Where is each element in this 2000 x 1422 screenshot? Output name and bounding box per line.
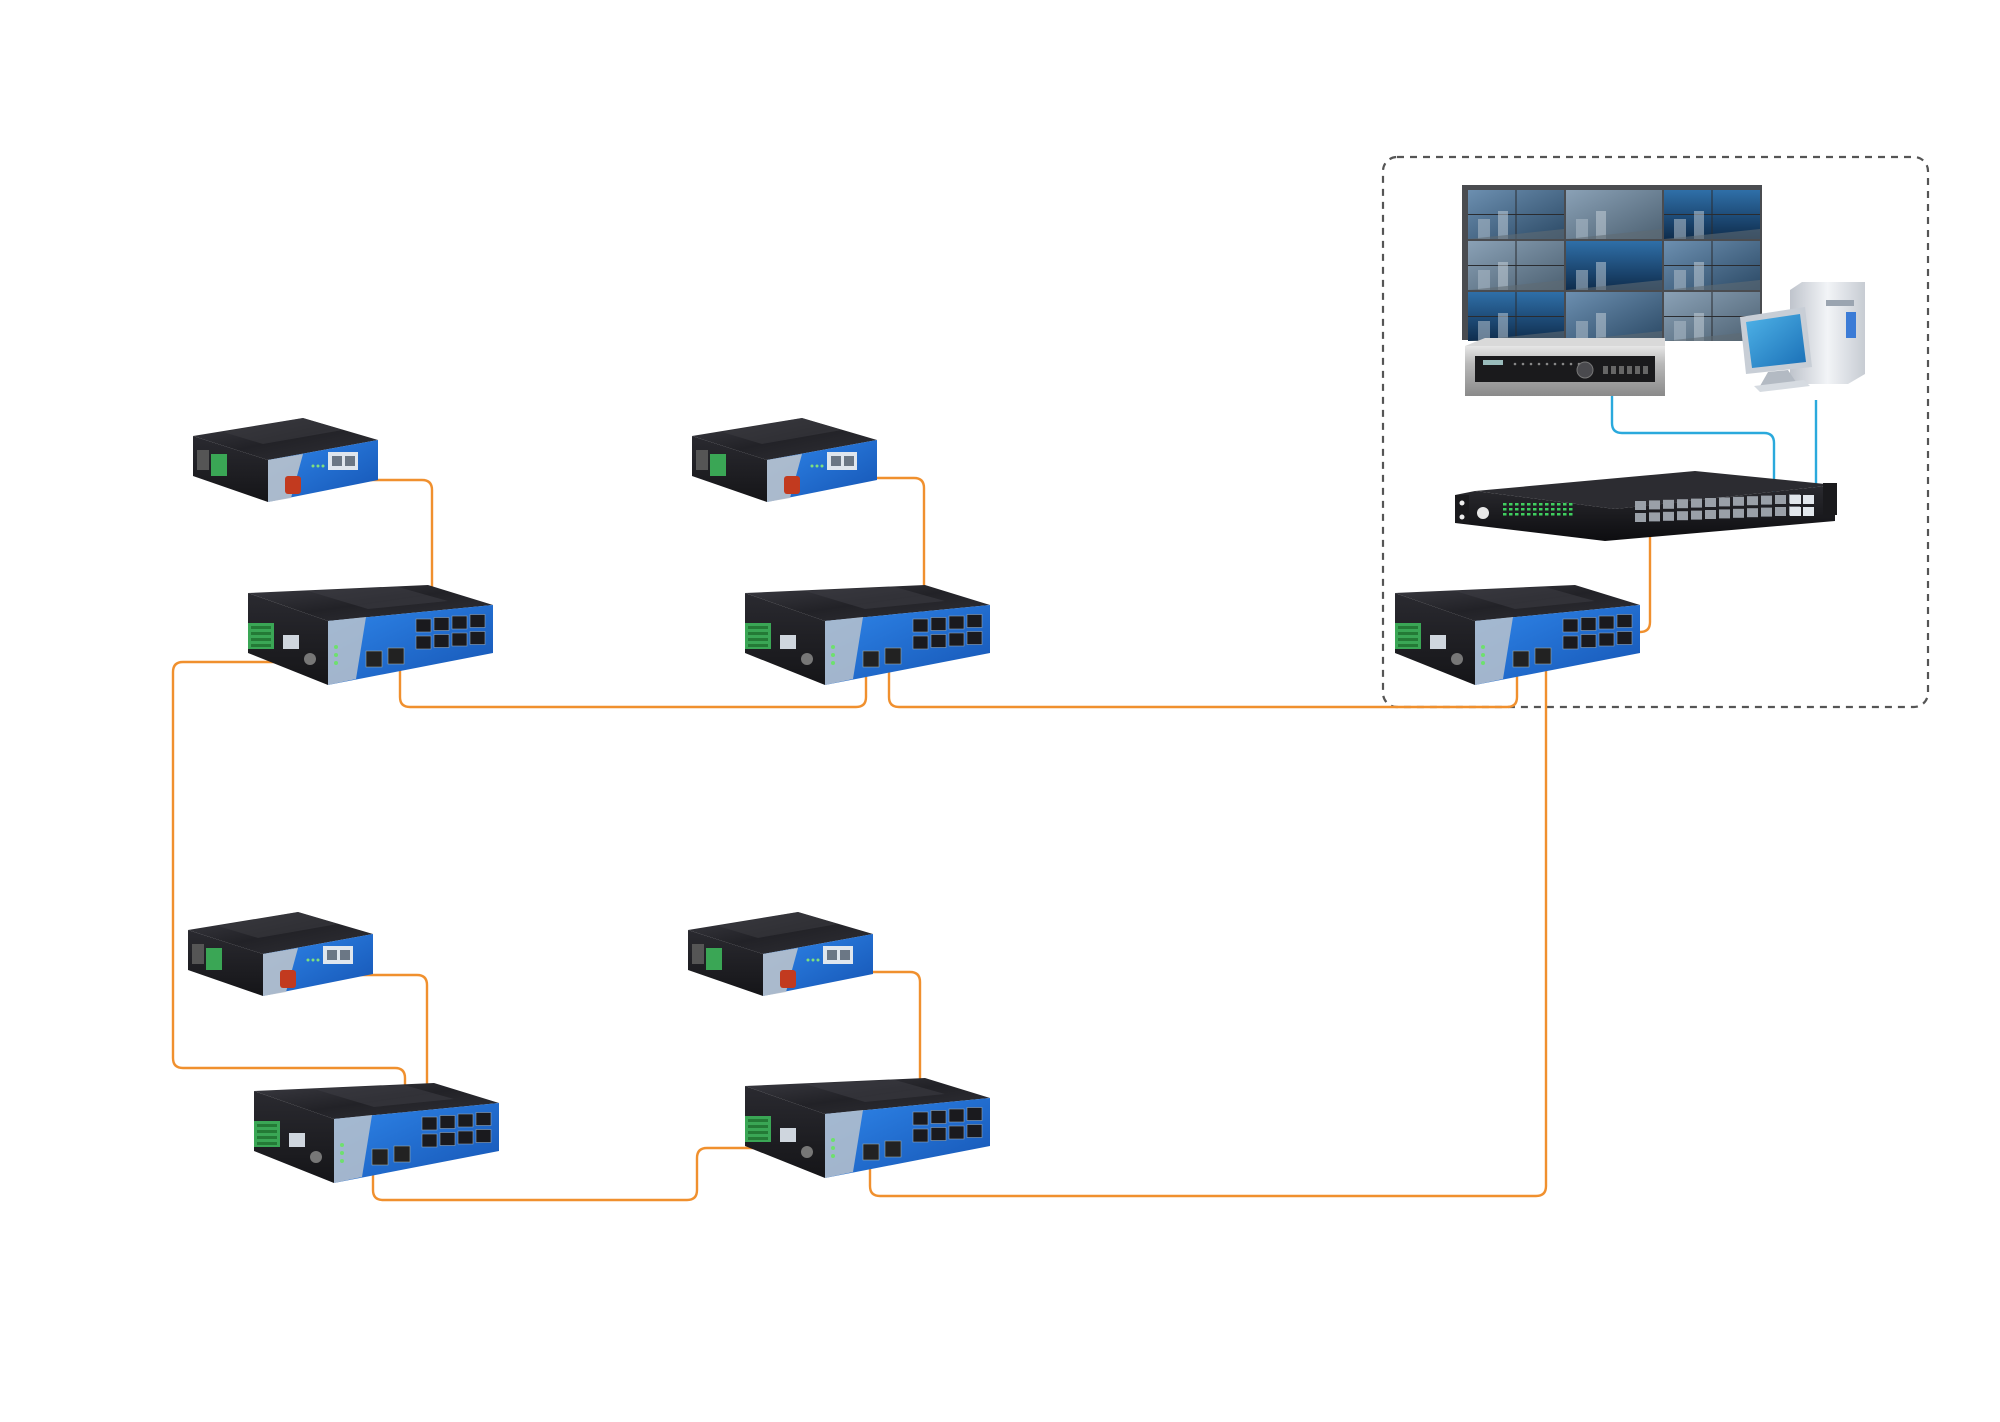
ethernet-cable-nvr-to-core-switch [1610,395,1776,520]
industrial-switch-icon-switch-c [254,1083,499,1183]
industrial-switch-icon-switch-d [745,1078,990,1178]
video-wall-icon-video-wall [1462,185,1762,341]
fiber-cable-converter-d-to-switch-d [777,970,922,1103]
fiber-cable-switch-cc-to-switch-d [868,665,1548,1198]
media-converter-icon-converter-c [188,912,373,996]
cable-layer [171,395,1818,1202]
nvr-icon-nvr [1465,338,1665,396]
media-converter-icon-converter-d [688,912,873,996]
workstation-icon-workstation [1740,282,1865,392]
fiber-cable-converter-c-to-switch-c [277,973,429,1108]
fiber-cable-converter-a-to-switch-a [282,478,434,615]
device-layer [188,185,1865,1183]
media-converter-icon-converter-b [692,418,877,502]
fiber-cable-core-switch-to-switch-cc [1610,530,1652,634]
industrial-switch-icon-switch-a [248,585,493,685]
fiber-cable-converter-b-to-switch-b [780,476,926,615]
industrial-switch-icon-switch-cc [1395,585,1640,685]
rack-switch-icon-core-switch [1455,471,1837,541]
fiber-cable-switch-d-to-switch-c [371,1146,845,1202]
fiber-cable-switch-c-to-switch-a [171,660,407,1156]
industrial-switch-icon-switch-b [745,585,990,685]
control-center-zone [1381,155,1930,709]
fiber-cable-switch-a-to-switch-b [398,655,868,709]
media-converter-icon-converter-a [193,418,378,502]
fiber-cable-switch-b-to-switch-cc [887,655,1519,709]
